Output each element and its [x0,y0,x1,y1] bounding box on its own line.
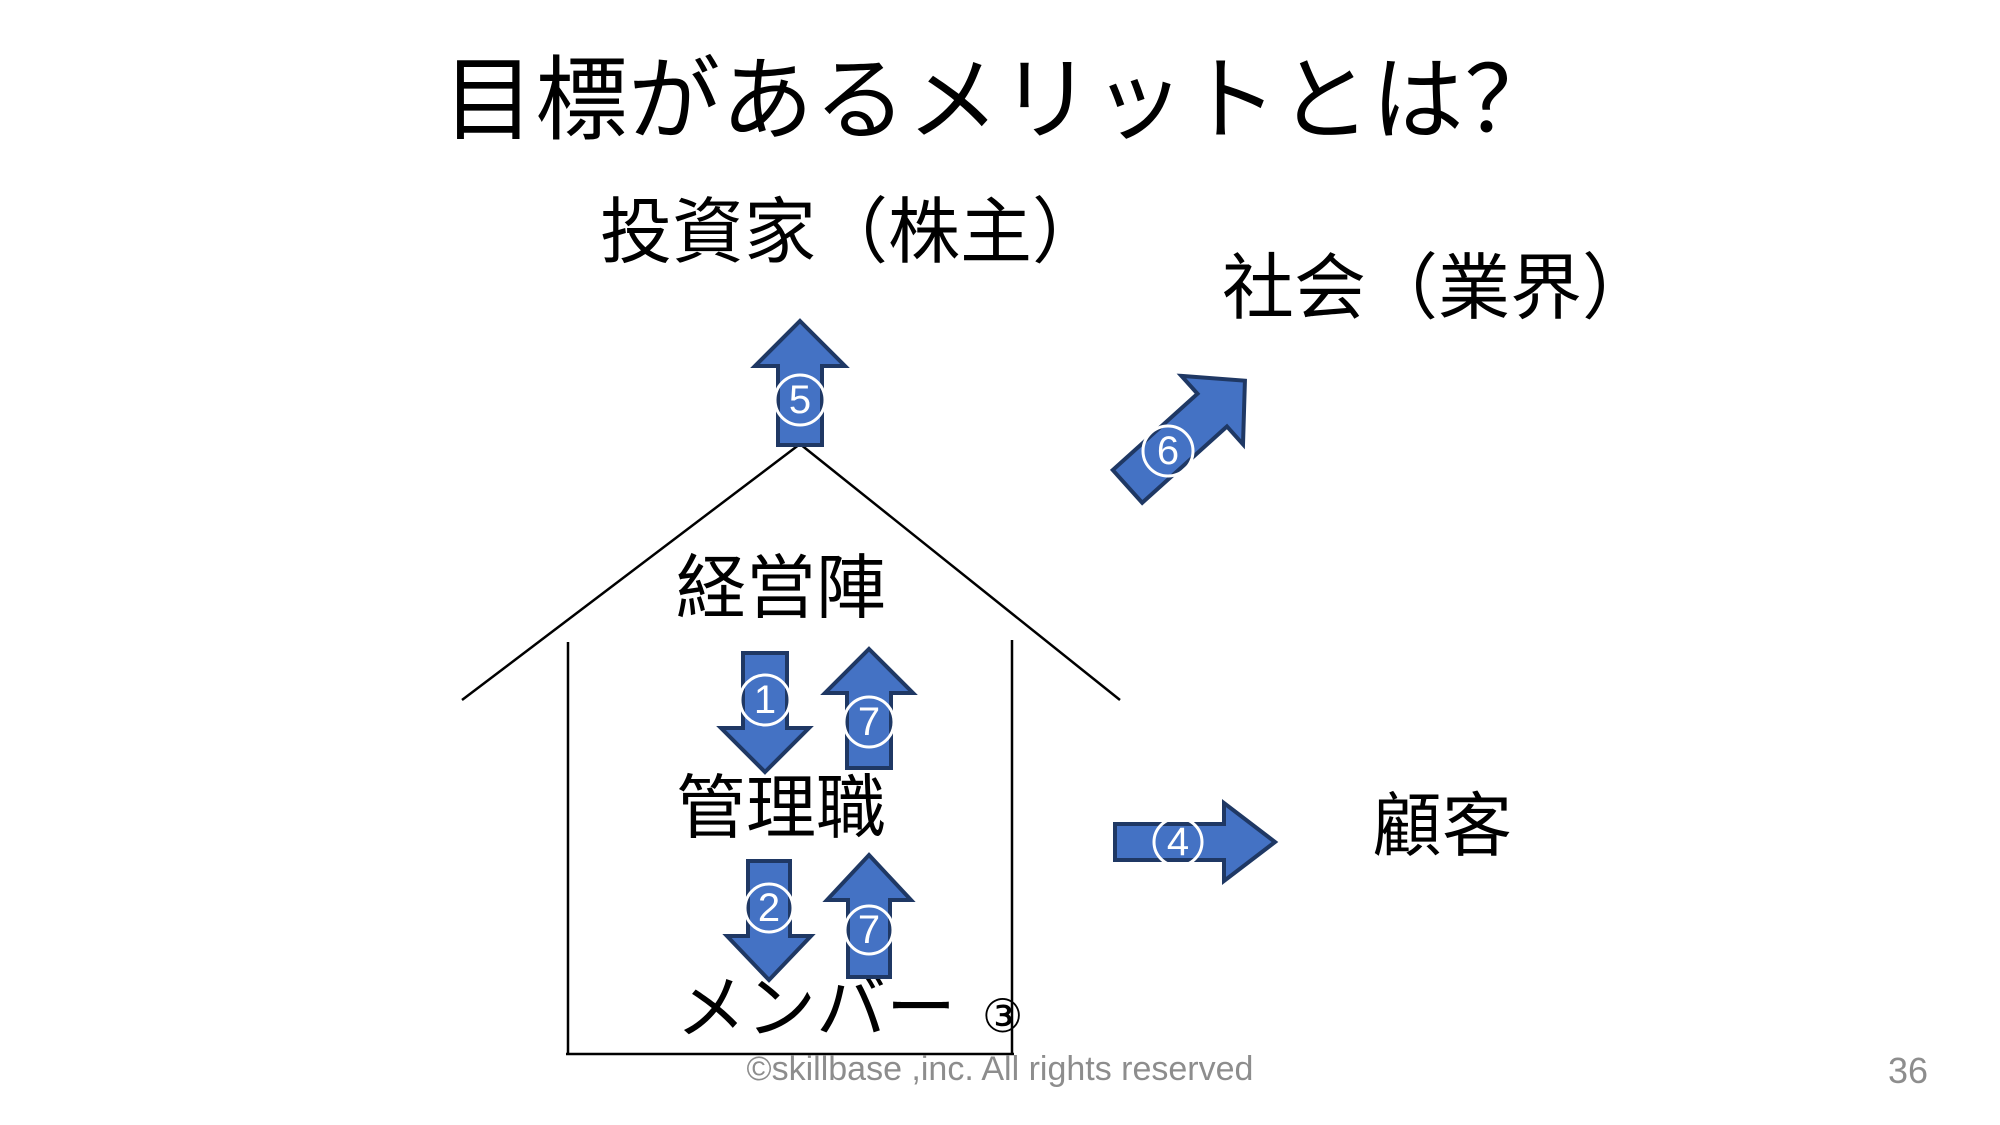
arrow-7-up-to-manager: 7 [822,852,916,980]
node-label-member: メンバー [676,969,956,1047]
arrow-1-shape [716,651,814,775]
node-label-investor: 投資家（株主） [600,193,1105,273]
member-badge-3: ③ [982,990,1024,1042]
page-title: 目標があるメリットとは？ [442,50,1558,152]
arrow-7-bottom-shape [822,852,916,979]
arrow-4-circle [1152,816,1204,868]
arrow-7-top-circle [842,695,896,749]
arrow-5-shape [750,318,850,447]
arrow-6-shape [1109,373,1247,506]
node-label-society: 社会（業界） [1222,249,1655,329]
arrow-6-circle [1141,424,1195,478]
arrow-5-up-to-investor: ⑤ 5 [750,318,850,448]
arrow-7-up-to-executive: 7 [820,646,918,771]
arrow-5-circle [773,373,827,427]
arrow-6-up-right-to-society: 6 [1098,368,1278,513]
copyright-footer: ©skillbase ,inc. All rights reserved [746,1050,1254,1088]
arrow-1-down-to-manager: 1 [716,650,814,775]
node-label-customer: 顧客 [1372,787,1512,865]
arrow-2-circle [743,882,795,934]
arrow-4-shape [1113,798,1279,886]
arrow-1-circle [738,673,792,727]
arrow-2-down-to-member: 2 [722,858,816,983]
node-label-executive: 経営陣 [676,549,886,627]
arrow-2-shape [722,859,816,983]
arrow-7-top-shape [820,646,918,770]
page-number: 36 [1887,1050,1928,1091]
node-label-manager: 管理職 [676,769,886,847]
node-label-member-row: メンバー ③ [676,969,1024,1047]
arrow-7-bottom-circle [843,904,895,956]
arrow-4-right-to-customer: 4 [1112,798,1279,886]
